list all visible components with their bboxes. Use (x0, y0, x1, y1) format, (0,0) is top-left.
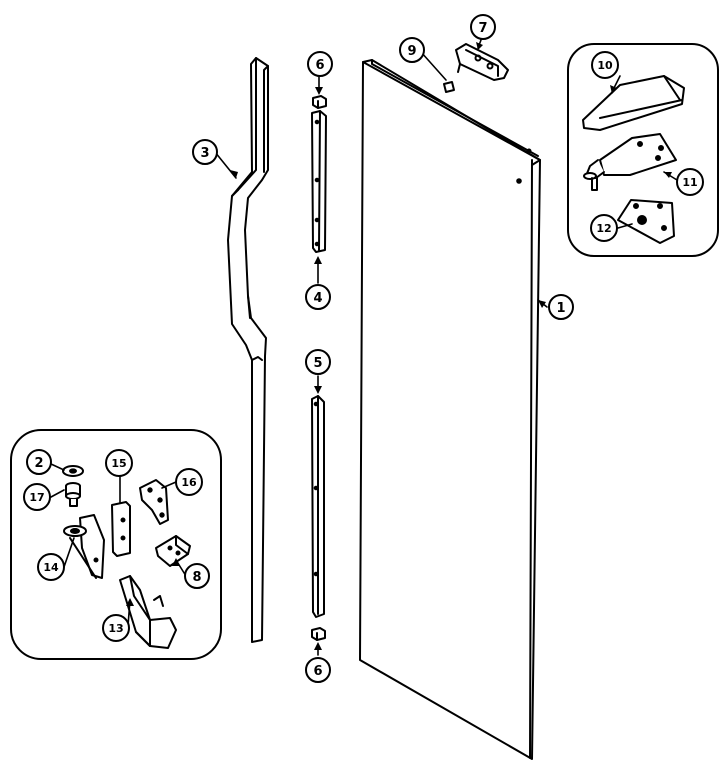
svg-text:10: 10 (597, 59, 613, 72)
callout-9: 9 (399, 37, 425, 63)
svg-text:6: 6 (313, 664, 322, 679)
callout-4: 4 (305, 284, 331, 310)
end-cap-top (312, 95, 327, 109)
hinge-inset-box (567, 43, 719, 257)
hinge-spacer-strip (111, 501, 131, 557)
callout-8: 8 (184, 563, 210, 589)
svg-text:5: 5 (313, 356, 322, 371)
top-hinge-plate (599, 133, 677, 176)
svg-text:7: 7 (478, 21, 487, 36)
bottom-hinge-bracket (63, 514, 105, 579)
bottom-hinge-inset-box (10, 429, 222, 660)
hinge-cover (455, 43, 509, 81)
callout-6-bottom: 6 (305, 657, 331, 683)
callout-15: 15 (105, 449, 133, 477)
svg-text:9: 9 (407, 44, 416, 59)
svg-text:2: 2 (34, 456, 43, 471)
end-cap-bottom (311, 627, 326, 641)
svg-text:14: 14 (43, 561, 59, 574)
svg-text:17: 17 (29, 491, 44, 504)
svg-text:12: 12 (596, 222, 611, 235)
callout-7: 7 (470, 14, 496, 40)
svg-text:1: 1 (556, 301, 565, 316)
callout-16: 16 (175, 468, 203, 496)
callout-17: 17 (23, 483, 51, 511)
svg-text:4: 4 (313, 291, 322, 306)
svg-text:3: 3 (200, 146, 209, 161)
trim-strip-upper (311, 110, 327, 253)
callout-10: 10 (591, 51, 619, 79)
door-handle (227, 57, 269, 643)
door-panel (359, 59, 541, 760)
callout-6-top: 6 (307, 51, 333, 77)
callout-13: 13 (102, 614, 130, 642)
callout-2: 2 (26, 449, 52, 475)
svg-text:11: 11 (682, 176, 697, 189)
door-stop-bracket (139, 479, 169, 525)
svg-text:6: 6 (315, 58, 324, 73)
hinge-housing (119, 575, 177, 649)
svg-text:16: 16 (181, 476, 197, 489)
callout-12: 12 (590, 214, 618, 242)
callout-3: 3 (192, 139, 218, 165)
trim-strip-lower (311, 395, 325, 618)
door-clip (443, 81, 455, 93)
callout-11: 11 (676, 168, 704, 196)
callout-1: 1 (548, 294, 574, 320)
angle-bracket (155, 535, 191, 567)
svg-text:15: 15 (111, 457, 126, 470)
arrowheads (126, 42, 672, 650)
callout-14: 14 (37, 553, 65, 581)
svg-text:13: 13 (108, 622, 123, 635)
hinge-pin (65, 482, 81, 507)
callout-5: 5 (305, 349, 331, 375)
svg-text:8: 8 (192, 570, 201, 585)
